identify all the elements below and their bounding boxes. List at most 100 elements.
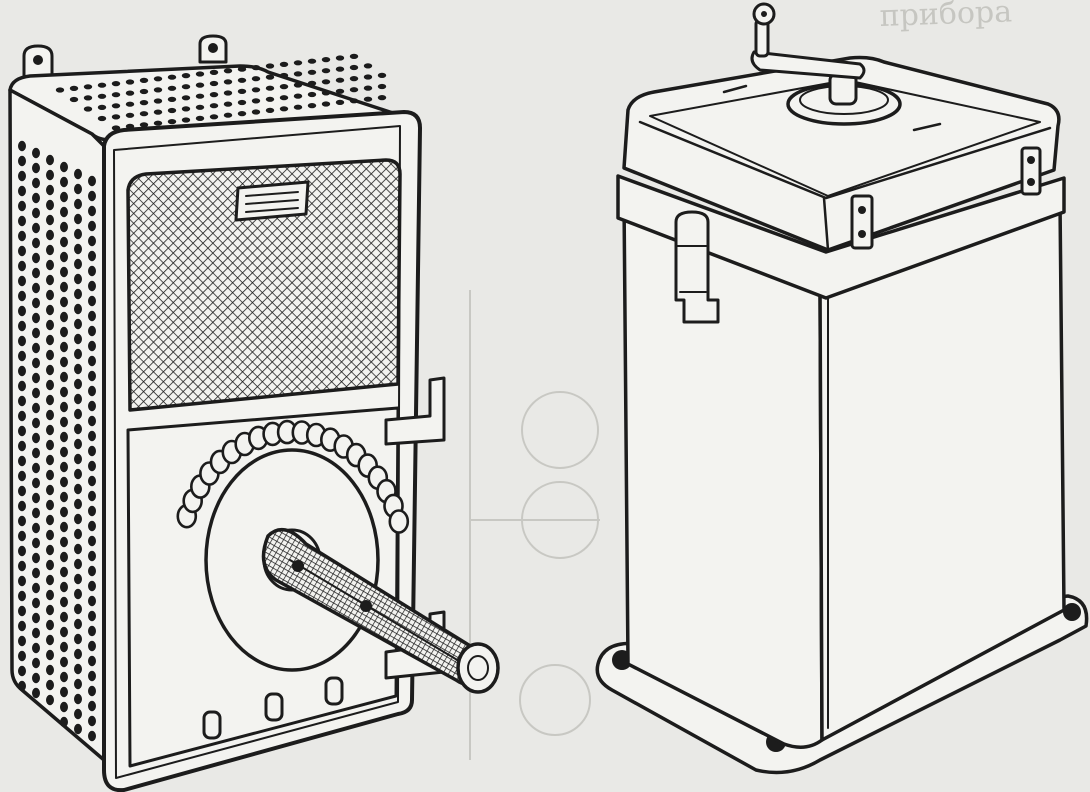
- perforation-hole: [18, 620, 26, 632]
- perforation-hole: [60, 386, 68, 398]
- perforation-hole: [167, 119, 177, 125]
- perforation-hole: [32, 417, 40, 429]
- perforation-hole: [74, 423, 82, 435]
- perforation-hole: [18, 440, 26, 452]
- perforation-hole: [307, 58, 317, 64]
- perforation-hole: [74, 498, 82, 510]
- perforation-hole: [74, 288, 82, 300]
- perforation-hole: [46, 439, 54, 451]
- perforation-hole: [279, 61, 289, 67]
- rheostat-box: [8, 34, 500, 792]
- perforation-hole: [60, 656, 68, 668]
- perforation-hole: [125, 79, 135, 85]
- perforation-hole: [74, 588, 82, 600]
- show-through-watermark: прибора: [879, 0, 1013, 34]
- perforation-hole: [153, 98, 163, 104]
- perforation-hole: [223, 90, 233, 96]
- perforation-hole: [74, 213, 82, 225]
- perforation-hole: [46, 499, 54, 511]
- perforation-hole: [69, 85, 79, 91]
- crank-knob: [456, 642, 500, 694]
- perforation-hole: [181, 117, 191, 123]
- perforation-hole: [18, 650, 26, 662]
- perforation-hole: [88, 340, 96, 352]
- hinge-right: [1020, 146, 1042, 196]
- perforation-hole: [88, 580, 96, 592]
- perforation-hole: [125, 112, 135, 118]
- perforation-hole: [88, 475, 96, 487]
- perforation-hole: [60, 401, 68, 413]
- perforation-hole: [88, 235, 96, 247]
- perforation-hole: [139, 88, 149, 95]
- perforation-hole: [32, 522, 40, 534]
- perforation-hole: [88, 700, 96, 712]
- perforation-hole: [363, 85, 373, 91]
- perforation-hole: [83, 106, 93, 112]
- perforation-hole: [223, 79, 233, 85]
- perforation-hole: [46, 574, 54, 586]
- perforation-hole: [46, 394, 54, 406]
- perforation-hole: [60, 416, 68, 428]
- perforation-hole: [88, 415, 96, 427]
- perforation-hole: [349, 76, 359, 82]
- perforation-hole: [32, 222, 40, 234]
- perforation-hole: [88, 400, 96, 412]
- perforation-hole: [32, 342, 40, 354]
- perforation-hole: [279, 72, 289, 79]
- perforation-hole: [74, 318, 82, 330]
- perforation-hole: [18, 245, 26, 257]
- perforation-hole: [88, 610, 96, 622]
- perforation-hole: [32, 537, 40, 549]
- perforation-hole: [32, 252, 40, 264]
- perforation-hole: [74, 408, 82, 420]
- perforation-hole: [46, 544, 54, 556]
- perforation-hole: [335, 77, 345, 83]
- perforation-hole: [88, 175, 96, 187]
- perforation-hole: [307, 103, 317, 109]
- perforation-hole: [32, 147, 40, 159]
- perforation-hole: [46, 229, 54, 241]
- perforation-hole: [349, 98, 359, 104]
- perforation-hole: [32, 267, 40, 279]
- perforation-hole: [60, 521, 68, 533]
- perforation-hole: [251, 76, 261, 82]
- perforation-hole: [195, 93, 205, 99]
- perforation-hole: [32, 327, 40, 339]
- perforation-hole: [46, 364, 54, 376]
- perforation-hole: [60, 206, 68, 218]
- perforation-hole: [88, 220, 96, 232]
- perforation-hole: [88, 280, 96, 292]
- perforation-hole: [139, 111, 149, 117]
- perforation-hole: [293, 82, 303, 88]
- perforation-hole: [18, 500, 26, 512]
- perforation-hole: [60, 446, 68, 458]
- perforation-hole: [97, 104, 107, 110]
- contact-stud: [388, 509, 410, 534]
- top-crank-arm: [750, 50, 866, 80]
- perforation-hole: [237, 77, 247, 83]
- perforation-hole: [167, 85, 177, 91]
- perforation-hole: [46, 169, 54, 181]
- perforation-hole: [18, 560, 26, 572]
- perforation-hole: [88, 250, 96, 262]
- perforation-hole: [321, 90, 331, 96]
- perforation-hole: [265, 107, 275, 113]
- perforation-hole: [46, 154, 54, 166]
- perforation-hole: [32, 687, 40, 699]
- perforation-hole: [32, 492, 40, 504]
- perforation-hole: [111, 114, 121, 120]
- perforation-hole: [153, 120, 163, 126]
- perforation-hole: [60, 491, 68, 503]
- perforation-hole: [88, 205, 96, 217]
- perforation-hole: [74, 453, 82, 465]
- perforation-hole: [18, 335, 26, 347]
- perforation-hole: [18, 530, 26, 542]
- perforation-hole: [88, 685, 96, 697]
- contact-studs: [176, 419, 410, 534]
- perforation-hole: [74, 693, 82, 705]
- perforation-hole: [18, 320, 26, 332]
- perforation-hole: [125, 123, 135, 129]
- perforation-hole: [195, 71, 205, 77]
- perforation-hole: [46, 649, 54, 661]
- perforation-hole: [32, 432, 40, 444]
